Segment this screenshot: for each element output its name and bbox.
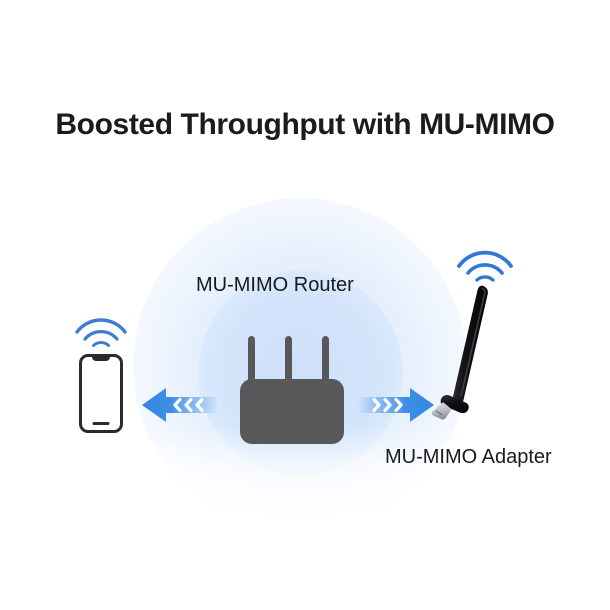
data-flow-arrow-left (142, 388, 218, 422)
wifi-signal-icon (457, 250, 513, 282)
page-title: Boosted Throughput with MU-MIMO (55, 108, 555, 141)
router-antenna-center (285, 336, 292, 386)
arrow-right-chevrons (372, 397, 403, 413)
wifi-signal-icon (75, 318, 127, 347)
router-antenna-right (322, 336, 329, 386)
router-body (240, 379, 344, 444)
phone-home-indicator (92, 422, 110, 425)
router-antenna-left (248, 336, 255, 386)
arrow-left-chevrons (173, 397, 204, 413)
smartphone-device (79, 354, 123, 433)
adapter-body (440, 395, 469, 414)
phone-notch (92, 356, 110, 361)
signal-glow-outer (133, 198, 467, 532)
router-label: MU-MIMO Router (196, 274, 354, 296)
data-flow-arrow-right (358, 388, 434, 422)
adapter-label: MU-MIMO Adapter (385, 446, 552, 468)
arrow-right-shape (358, 388, 434, 422)
arrow-left-shape (142, 388, 218, 422)
adapter-usb-notch (435, 410, 443, 416)
adapter-antenna-highlight (460, 287, 486, 397)
adapter-usb-connector (431, 402, 452, 420)
signal-glow-inner (198, 270, 403, 475)
usb-adapter-device (431, 285, 488, 420)
